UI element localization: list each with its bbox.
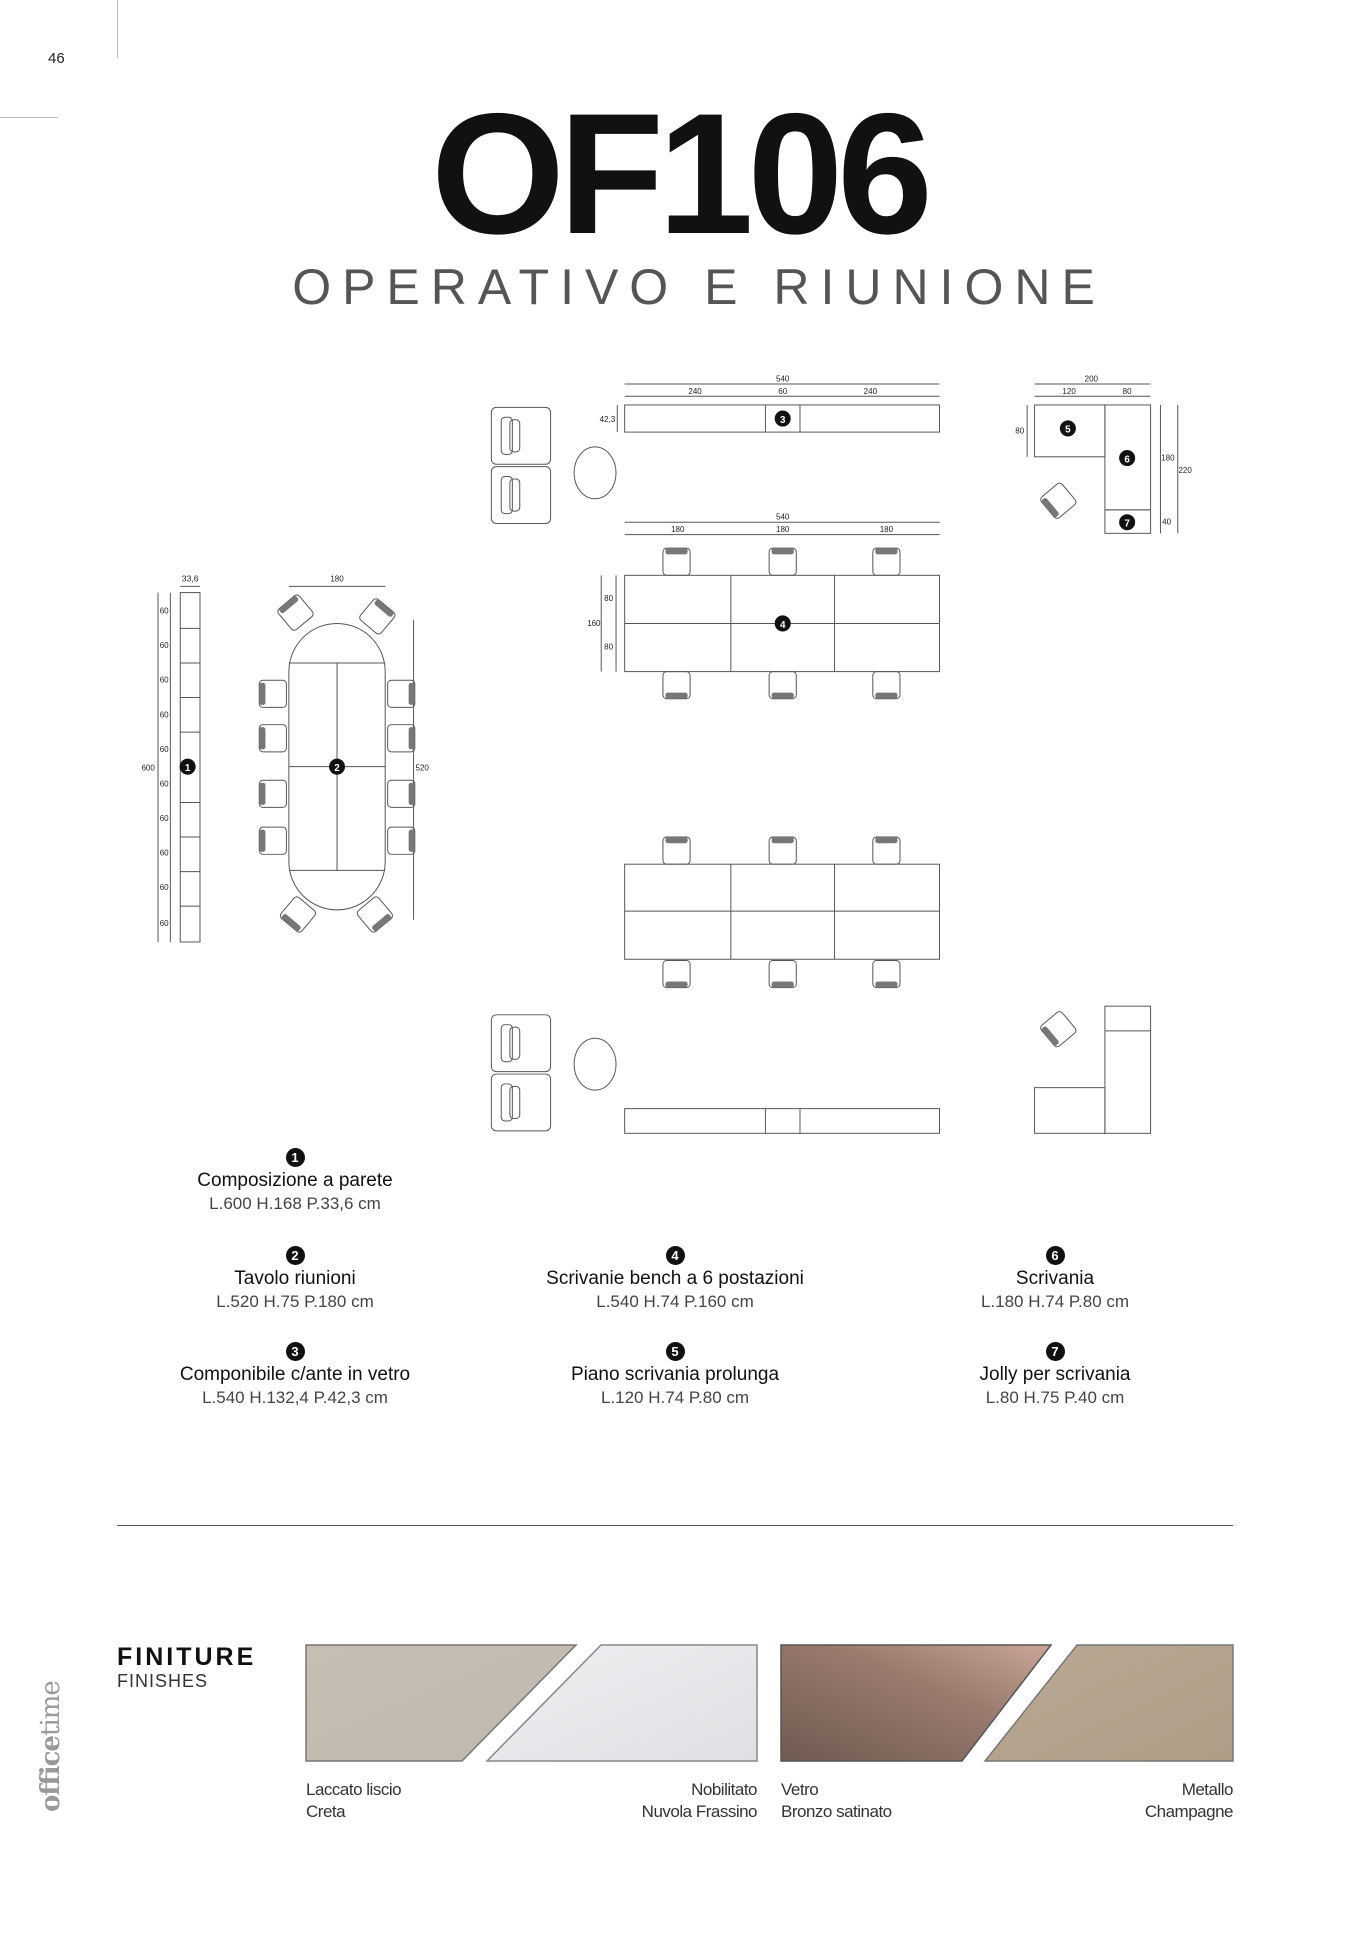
item-dimensions: L.180 H.74 P.80 cm <box>980 1292 1130 1311</box>
dim-label: 600 <box>141 763 155 772</box>
dim-label: 180 <box>671 525 685 534</box>
svg-text:4: 4 <box>780 620 786 631</box>
item-name: Composizione a parete <box>197 1170 393 1191</box>
item-name: Scrivania <box>1015 1268 1095 1289</box>
item-number-badge: 3 <box>285 1342 305 1361</box>
dim-label: 33,6 <box>182 573 199 583</box>
item-dimensions: L.520 H.75 P.180 cm <box>216 1292 374 1311</box>
page-number: 46 <box>48 50 65 67</box>
section-divider <box>117 1525 1233 1526</box>
lounge-drawing <box>490 406 617 1132</box>
item-dimensions: L.120 H.74 P.80 cm <box>600 1388 750 1407</box>
finish-type: Vetro <box>781 1780 819 1799</box>
item-name: Tavolo riunioni <box>234 1268 356 1289</box>
swatch-laccato-creta <box>305 1644 578 1762</box>
divider <box>0 117 58 118</box>
page-title: OF106 <box>431 78 933 270</box>
l-desk-drawing <box>1026 383 1179 1134</box>
swatch-vetro-bronzo <box>780 1644 1053 1762</box>
legend-item: 4 Scrivanie bench a 6 postazioni L.540 H… <box>505 1246 845 1312</box>
finish-color: Champagne <box>1144 1802 1234 1821</box>
swatch-metallo-champagne <box>983 1644 1234 1762</box>
svg-text:6: 6 <box>1124 454 1130 465</box>
legend-item: 1 Composizione a parete L.600 H.168 P.33… <box>125 1148 465 1214</box>
dim-label: 80 <box>1015 426 1024 435</box>
finish-type: Nobilitato <box>691 1780 757 1799</box>
item-number-badge: 4 <box>665 1246 685 1265</box>
brand-logo: officetime <box>36 1681 66 1812</box>
dim-label: 60 <box>160 849 169 858</box>
dim-label: 60 <box>160 814 169 823</box>
item-number-badge: 5 <box>665 1342 685 1361</box>
dim-label: 240 <box>864 387 878 396</box>
item-number-badge: 6 <box>1045 1246 1065 1265</box>
dim-label: 60 <box>160 641 169 650</box>
storage-drawing <box>616 383 940 1134</box>
dim-label: 80 <box>604 594 613 603</box>
finishes-subtitle: FINISHES <box>117 1671 209 1691</box>
dim-label: 180 <box>880 525 894 534</box>
item-number-badge: 2 <box>285 1246 305 1265</box>
dim-label: 520 <box>416 763 430 772</box>
item-number-badge: 7 <box>1045 1342 1065 1361</box>
dim-label: 60 <box>778 387 787 396</box>
item-dimensions: L.80 H.75 P.40 cm <box>985 1388 1125 1407</box>
dim-label: 200 <box>1085 374 1099 383</box>
legend-item: 2 Tavolo riunioni L.520 H.75 P.180 cm <box>125 1246 465 1312</box>
logo-part: office <box>36 1736 66 1812</box>
dim-label: 180 <box>776 525 790 534</box>
logo-part: time <box>36 1681 66 1737</box>
dim-label: 80 <box>604 642 613 651</box>
dim-label: 160 <box>587 619 601 628</box>
svg-text:2: 2 <box>334 763 340 774</box>
item-name: Scrivanie bench a 6 postazioni <box>546 1268 804 1289</box>
dim-label: 60 <box>160 745 169 754</box>
dim-label: 40 <box>1162 518 1171 527</box>
dim-label: 180 <box>330 574 344 583</box>
dim-label: 60 <box>160 779 169 788</box>
svg-text:3: 3 <box>780 415 786 426</box>
dim-label: 60 <box>160 607 169 616</box>
dim-label: 180 <box>1161 453 1175 462</box>
dim-label: 60 <box>160 676 169 685</box>
dim-label: 220 <box>1178 466 1192 475</box>
item-name: Componibile c/ante in vetro <box>179 1364 411 1385</box>
svg-text:1: 1 <box>185 763 191 774</box>
finishes-title: FINITURE <box>117 1643 257 1671</box>
item-name: Jolly per scrivania <box>979 1364 1131 1385</box>
dim-label: 42,3 <box>600 415 616 424</box>
finish-color: Creta <box>306 1802 346 1821</box>
item-dimensions: L.540 H.132,4 P.42,3 cm <box>202 1388 388 1407</box>
swatch-nobilitato-frassino <box>485 1644 758 1762</box>
dim-label: 540 <box>776 374 790 383</box>
dim-label: 60 <box>160 710 169 719</box>
dim-label: 60 <box>160 883 169 892</box>
dim-label: 540 <box>776 513 790 522</box>
svg-text:5: 5 <box>1065 425 1071 436</box>
item-dimensions: L.540 H.74 P.160 cm <box>596 1292 754 1311</box>
dim-label: 120 <box>1062 387 1076 396</box>
legend-item: 5 Piano scrivania prolunga L.120 H.74 P.… <box>505 1342 845 1408</box>
dim-label: 240 <box>688 387 702 396</box>
dim-label: 60 <box>160 919 169 928</box>
legend-item: 3 Componibile c/ante in vetro L.540 H.13… <box>125 1342 465 1408</box>
finish-type: Metallo <box>1181 1780 1234 1799</box>
finish-color: Bronzo satinato <box>781 1802 892 1821</box>
legend-item: 6 Scrivania L.180 H.74 P.80 cm <box>885 1246 1225 1312</box>
svg-text:7: 7 <box>1124 519 1130 530</box>
item-name: Piano scrivania prolunga <box>570 1364 780 1385</box>
item-dimensions: L.600 H.168 P.33,6 cm <box>209 1194 381 1213</box>
item-number-badge: 1 <box>285 1148 305 1167</box>
dim-label: 80 <box>1123 387 1132 396</box>
legend-item: 7 Jolly per scrivania L.80 H.75 P.40 cm <box>885 1342 1225 1408</box>
divider <box>117 0 118 58</box>
finish-type: Laccato liscio <box>306 1780 402 1799</box>
page-subtitle: OPERATIVO E RIUNIONE <box>292 259 1106 315</box>
finish-color: Nuvola Frassino <box>641 1802 758 1821</box>
